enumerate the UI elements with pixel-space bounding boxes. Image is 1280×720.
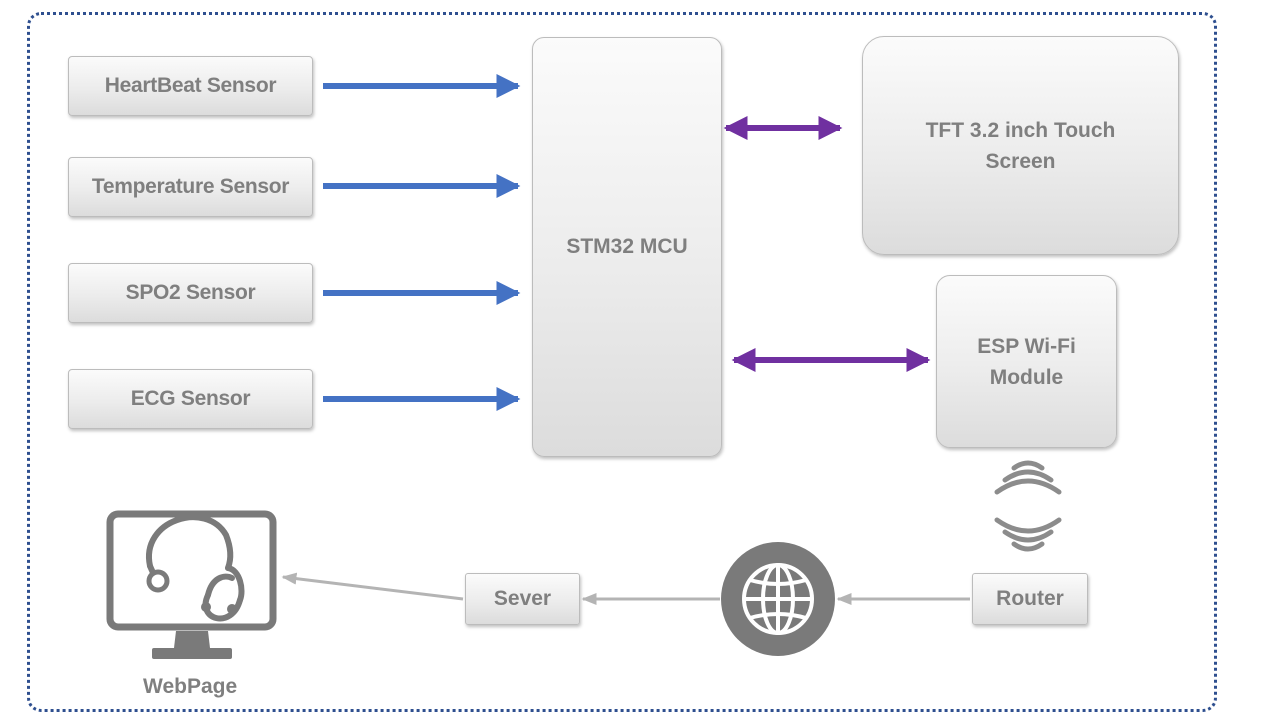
ecg-sensor-label: ECG Sensor [130,387,251,410]
spo2-sensor-label: SPO2 Sensor [125,281,256,304]
stm32-mcu-box: STM32 MCU [532,37,722,457]
webpage-label: WebPage [143,675,238,698]
tft-label-line1: TFT 3.2 inch Touch [925,118,1116,142]
temperature-sensor-box: Temperature Sensor [68,157,313,217]
temperature-sensor-label: Temperature Sensor [91,175,290,198]
monitor-stethoscope-icon [106,510,277,659]
wifi-signal-icon [994,460,1062,552]
ecg-sensor-box: ECG Sensor [68,369,313,429]
mcu-label: STM32 MCU [566,235,688,258]
server-box: Sever [465,573,580,625]
router-label: Router [996,587,1064,610]
tft-touch-screen-box: TFT 3.2 inch Touch Screen [862,36,1179,255]
esp-label-line2: Module [989,365,1064,389]
esp-wifi-module-box: ESP Wi-Fi Module [936,275,1117,448]
heartbeat-sensor-box: HeartBeat Sensor [68,56,313,116]
esp-label-line1: ESP Wi-Fi [977,334,1076,358]
arrow-server-to-webpage [281,572,464,601]
tft-label-line2: Screen [985,149,1056,173]
globe-icon [721,542,835,656]
router-box: Router [972,573,1088,625]
spo2-sensor-box: SPO2 Sensor [68,263,313,323]
server-label: Sever [493,587,552,610]
heartbeat-sensor-label: HeartBeat Sensor [104,74,277,97]
diagram-frame [27,12,1217,712]
